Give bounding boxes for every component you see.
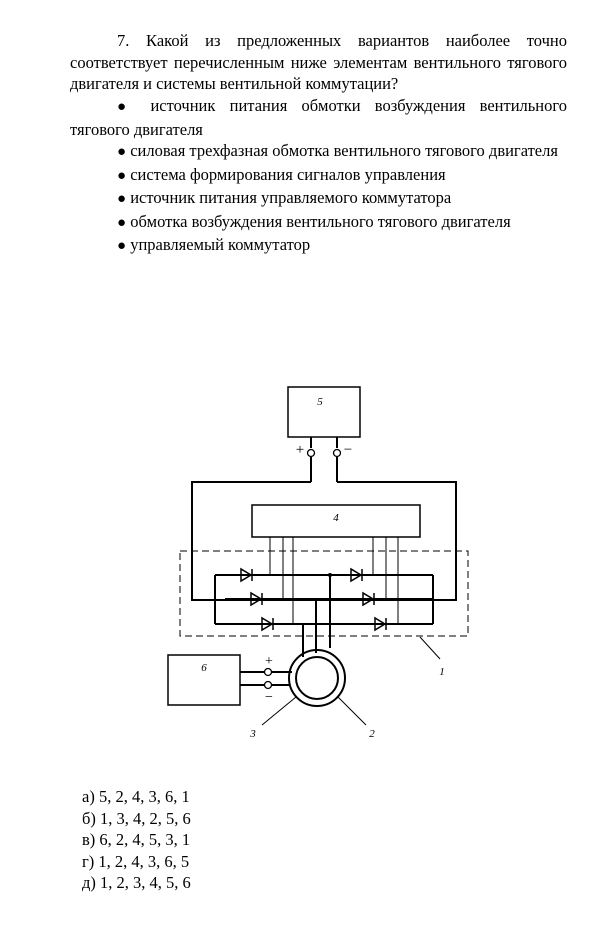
answer-option-v[interactable]: в) 6, 2, 4, 5, 3, 1 xyxy=(82,830,191,850)
circuit-diagram: 5 4 6 1 2 3 + − + − xyxy=(167,386,469,740)
commutator-border xyxy=(179,550,469,637)
bullet-icon: ● xyxy=(117,144,127,160)
block-6 xyxy=(167,654,241,706)
label-5: 5 xyxy=(317,396,323,408)
block-5 xyxy=(287,386,361,438)
motor-stator xyxy=(288,649,346,707)
label-1: 1 xyxy=(439,666,445,678)
answer-option-b[interactable]: б) 1, 3, 4, 2, 5, 6 xyxy=(82,808,191,828)
list-item: ● источник питания обмотки возбуждения в… xyxy=(70,96,567,139)
list-item: ● управляемый коммутатор xyxy=(117,235,311,254)
answer-list: а) 5, 2, 4, 3, 6, 1 б) 1, 3, 4, 2, 5, 6 … xyxy=(82,786,191,894)
label-3: 3 xyxy=(249,728,256,740)
bullet-icon: ● xyxy=(117,238,127,254)
motor-rotor xyxy=(295,656,339,700)
label-4: 4 xyxy=(333,512,339,524)
list-item: ● силовая трехфазная обмотка вентильного… xyxy=(117,141,558,160)
minus-sign-top: − xyxy=(344,442,352,458)
list-item: ● система формирования сигналов управлен… xyxy=(117,164,446,184)
element-list: ● источник питания обмотки возбуждения в… xyxy=(70,95,567,258)
question-text: 7. Какой из предложенных вариантов наибо… xyxy=(70,31,567,93)
plus-sign-left: + xyxy=(265,654,273,669)
bullet-icon: ● xyxy=(117,191,127,207)
label-6: 6 xyxy=(201,662,207,674)
label-2: 2 xyxy=(369,728,375,740)
minus-sign-left: − xyxy=(265,690,273,705)
answer-option-g[interactable]: г) 1, 2, 4, 3, 6, 5 xyxy=(82,851,190,871)
list-item: ● источник питания управляемого коммутат… xyxy=(117,188,452,207)
answer-option-a[interactable]: а) 5, 2, 4, 3, 6, 1 xyxy=(82,787,190,806)
bullet-icon: ● xyxy=(117,99,137,115)
bullet-icon: ● xyxy=(117,214,127,231)
list-item: ● обмотка возбуждения вентильного тягово… xyxy=(117,211,511,231)
plus-sign-top: + xyxy=(296,442,304,458)
diode-icon xyxy=(240,567,387,632)
block-4 xyxy=(251,504,421,538)
bullet-icon: ● xyxy=(117,167,127,184)
answer-option-d[interactable]: д) 1, 2, 3, 4, 5, 6 xyxy=(82,873,191,893)
